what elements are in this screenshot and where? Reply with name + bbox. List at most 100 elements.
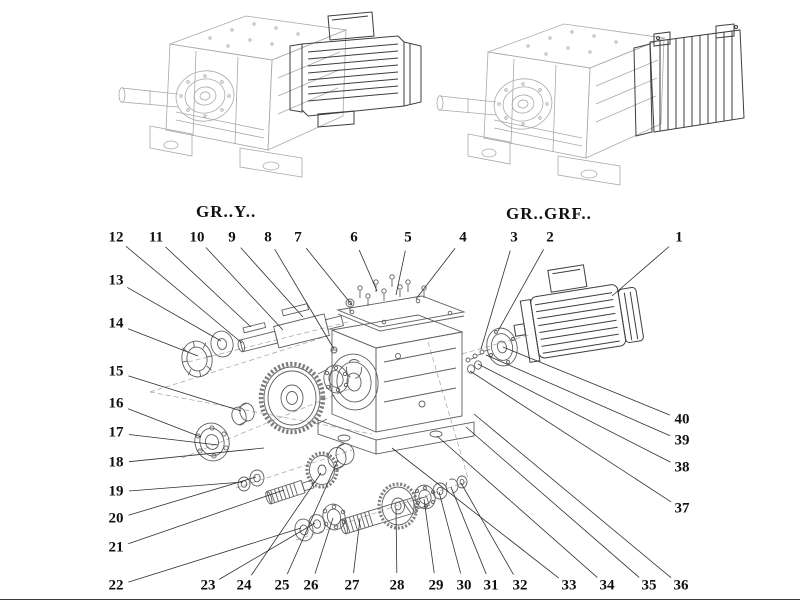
callout-13: 13 [108, 272, 124, 289]
callout-27: 27 [344, 577, 360, 594]
callout-40: 40 [674, 411, 690, 428]
callout-30: 30 [456, 577, 472, 594]
callout-17: 17 [108, 424, 124, 441]
gear-cluster [305, 443, 355, 489]
callout-35: 35 [641, 577, 657, 594]
leader-line-29 [423, 498, 435, 574]
leader-line-34 [436, 435, 598, 578]
callout-26: 26 [303, 577, 319, 594]
leader-line-2 [497, 249, 545, 332]
label-gr-y: GR..Y.. [196, 202, 257, 221]
leader-line-35 [465, 426, 640, 578]
leader-line-3 [480, 250, 511, 350]
callout-34: 34 [599, 577, 615, 594]
leader-line-5 [395, 250, 406, 296]
callout-16: 16 [108, 395, 124, 412]
oil-seal [181, 340, 213, 378]
leader-line-6 [358, 249, 378, 292]
callout-12: 12 [108, 229, 124, 246]
leader-line-24 [250, 472, 322, 576]
leader-line-39 [485, 354, 671, 437]
exploded-motor [513, 264, 644, 363]
leader-line-28 [395, 508, 398, 574]
bearing-cover [210, 330, 234, 358]
callout-29: 29 [428, 577, 444, 594]
input-bolts [465, 349, 491, 363]
callout-39: 39 [674, 432, 690, 449]
leader-lines [125, 246, 672, 583]
input-washers [467, 360, 482, 374]
callout-33: 33 [561, 577, 577, 594]
leader-line-15 [128, 375, 242, 412]
leader-line-31 [450, 486, 487, 575]
leader-line-27 [353, 518, 361, 574]
callout-10: 10 [189, 229, 205, 246]
leader-line-19 [128, 481, 244, 492]
leader-line-18 [128, 447, 265, 463]
callout-2: 2 [546, 229, 554, 246]
callout-15: 15 [108, 363, 124, 380]
callout-22: 22 [108, 577, 124, 594]
eye-bolt [345, 298, 355, 313]
callout-18: 18 [108, 454, 124, 471]
leader-line-9 [240, 247, 304, 318]
assembled-gearbox-left [118, 15, 348, 178]
leader-line-33 [391, 447, 559, 579]
callout-24: 24 [236, 577, 252, 594]
leader-line-13 [127, 287, 222, 342]
leader-line-14 [127, 328, 199, 357]
flange-drive-unit [633, 23, 745, 137]
snap-ring [346, 359, 362, 379]
assembled-motor-left [289, 11, 422, 128]
leader-line-32 [460, 482, 514, 575]
bottom-bearing-right [414, 484, 436, 510]
vent-plug [330, 346, 338, 354]
leader-line-10 [205, 247, 284, 331]
callout-37: 37 [674, 500, 690, 517]
leader-line-1 [611, 246, 670, 297]
leader-line-20 [128, 476, 257, 516]
callout-9: 9 [228, 229, 236, 246]
exploded-view [149, 264, 644, 542]
end-disc-1 [294, 518, 314, 542]
bottom-bearing-left [322, 503, 347, 531]
leader-line-25 [286, 459, 339, 575]
leader-line-21 [128, 489, 285, 545]
callout-28: 28 [389, 577, 405, 594]
callout-21: 21 [108, 539, 124, 556]
snap-ring-right [445, 478, 459, 494]
pinion-gear [377, 482, 419, 530]
callout-5: 5 [404, 229, 412, 246]
callout-32: 32 [512, 577, 528, 594]
leader-line-16 [127, 408, 202, 438]
leader-line-40 [502, 346, 671, 416]
inner-bearing [323, 364, 349, 394]
callout-4: 4 [459, 229, 467, 246]
leader-line-11 [165, 246, 252, 328]
callout-25: 25 [274, 577, 290, 594]
label-gr-grf: GR..GRF.. [506, 204, 592, 223]
housing-cover [336, 295, 466, 332]
input-flange [486, 327, 518, 367]
callout-20: 20 [108, 510, 124, 527]
leader-line-30 [438, 491, 462, 574]
callout-14: 14 [108, 315, 124, 332]
spacer-sleeve [231, 402, 255, 426]
callout-19: 19 [108, 483, 124, 500]
leader-line-26 [314, 517, 334, 574]
leader-line-38 [477, 363, 671, 463]
output-shaft [237, 303, 345, 353]
callout-3: 3 [510, 229, 518, 246]
leader-line-4 [415, 248, 456, 300]
leader-line-22 [128, 527, 302, 583]
callout-23: 23 [200, 577, 216, 594]
callout-8: 8 [264, 229, 272, 246]
callout-11: 11 [148, 229, 164, 246]
leader-line-12 [125, 246, 243, 344]
callout-6: 6 [350, 229, 358, 246]
assembled-gearbox-right [436, 23, 666, 186]
callout-31: 31 [483, 577, 499, 594]
output-gear [258, 361, 329, 435]
